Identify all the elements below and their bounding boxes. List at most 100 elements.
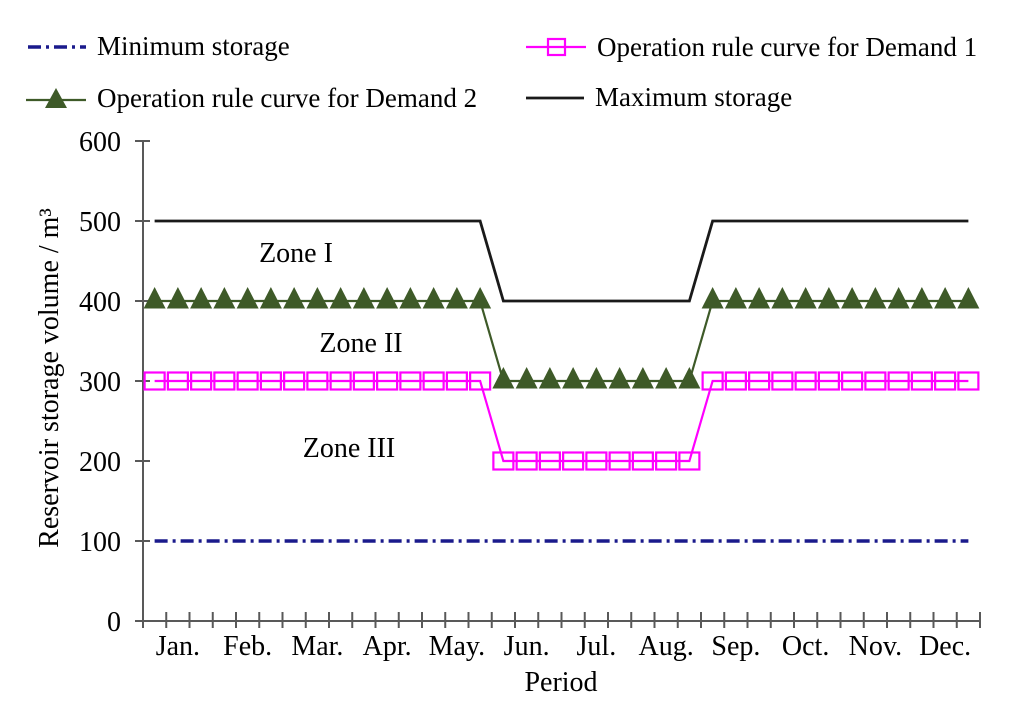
demand-2-marker bbox=[887, 287, 910, 309]
demand-2-marker bbox=[259, 287, 282, 309]
demand-1-marker bbox=[585, 451, 608, 471]
series-demand-2 bbox=[143, 287, 980, 389]
demand-2-marker bbox=[701, 287, 724, 309]
demand-2-marker bbox=[817, 287, 840, 309]
demand-2-marker bbox=[771, 287, 794, 309]
series-maximum-storage bbox=[154, 219, 969, 303]
y-tick-label: 400 bbox=[79, 287, 121, 318]
demand-1-marker bbox=[724, 371, 747, 391]
legend-item-demand-1: Operation rule curve for Demand 1 bbox=[524, 33, 977, 61]
demand-2-marker bbox=[143, 287, 166, 309]
demand-1-marker bbox=[841, 371, 864, 391]
legend-label-demand-2: Operation rule curve for Demand 2 bbox=[97, 82, 478, 113]
legend-item-demand-2: Operation rule curve for Demand 2 bbox=[24, 84, 477, 112]
demand-2-marker bbox=[562, 367, 585, 389]
legend-label-minimum-storage: Minimum storage bbox=[97, 31, 290, 61]
demand-2-marker bbox=[515, 367, 538, 389]
demand-2-marker bbox=[934, 287, 957, 309]
demand-1-marker bbox=[562, 451, 585, 471]
demand-1-marker bbox=[376, 371, 399, 391]
x-tick-label-feb: Feb. bbox=[223, 631, 272, 662]
series-demand-1 bbox=[143, 371, 980, 471]
demand-1-line-sample bbox=[526, 37, 586, 57]
y-tick-label: 500 bbox=[79, 207, 121, 238]
demand-2-marker bbox=[352, 287, 375, 309]
y-tick-label: 300 bbox=[79, 367, 121, 398]
demand-2-marker bbox=[492, 367, 515, 389]
x-tick-labels: Jan.Feb.Mar.Apr.May.Jun.Jul.Aug.Sep.Oct.… bbox=[156, 631, 971, 662]
demand-1-marker bbox=[190, 371, 213, 391]
demand-2-marker bbox=[585, 367, 608, 389]
demand-2-marker bbox=[166, 287, 189, 309]
demand-1-marker bbox=[817, 371, 840, 391]
minimum-storage-line-sample bbox=[28, 44, 86, 49]
demand-1-marker bbox=[283, 371, 306, 391]
demand-2-marker bbox=[957, 287, 980, 309]
demand-2-marker bbox=[538, 367, 561, 389]
legend-item-minimum-storage: Minimum storage bbox=[26, 33, 290, 60]
x-tick-label-sep: Sep. bbox=[711, 631, 760, 662]
demand-1-marker bbox=[701, 371, 724, 391]
demand-2-marker bbox=[655, 367, 678, 389]
legend-item-maximum-storage: Maximum storage bbox=[524, 84, 792, 111]
demand-1-marker bbox=[678, 451, 701, 471]
x-tick-label-apr: Apr. bbox=[363, 631, 412, 662]
demand-1-marker bbox=[771, 371, 794, 391]
demand-2-marker bbox=[864, 287, 887, 309]
demand-2-marker bbox=[329, 287, 352, 309]
demand-1-marker bbox=[864, 371, 887, 391]
demand-1-marker bbox=[608, 451, 631, 471]
demand-2-marker bbox=[399, 287, 422, 309]
demand-1-marker bbox=[887, 371, 910, 391]
y-tick-label: 100 bbox=[79, 527, 121, 558]
demand-2-marker bbox=[236, 287, 259, 309]
x-tick-label-may: May. bbox=[429, 631, 486, 662]
demand-1-marker bbox=[515, 451, 538, 471]
zone-label-ii: Zone II bbox=[319, 328, 402, 359]
demand-1-marker bbox=[631, 451, 654, 471]
demand-1-marker bbox=[422, 371, 445, 391]
demand-2-line-sample bbox=[26, 88, 86, 108]
x-axis-title: Period bbox=[524, 667, 597, 698]
demand-2-marker bbox=[376, 287, 399, 309]
x-tick-label-jul: Jul. bbox=[577, 631, 617, 662]
demand-1-marker bbox=[306, 371, 329, 391]
zone-label-iii: Zone III bbox=[303, 433, 396, 464]
y-tick-label: 0 bbox=[107, 607, 121, 638]
demand-1-marker bbox=[748, 371, 771, 391]
demand-2-line bbox=[154, 299, 969, 383]
x-tick-label-jan: Jan. bbox=[156, 631, 200, 662]
demand-1-marker bbox=[399, 371, 422, 391]
demand-1-marker bbox=[469, 371, 492, 391]
demand-1-marker bbox=[910, 371, 933, 391]
demand-1-marker bbox=[957, 371, 980, 391]
x-tick-label-dec: Dec. bbox=[919, 631, 971, 662]
demand-1-marker bbox=[329, 371, 352, 391]
demand-2-marker bbox=[283, 287, 306, 309]
demand-1-marker bbox=[259, 371, 282, 391]
y-tick-label: 200 bbox=[79, 447, 121, 478]
demand-1-marker bbox=[445, 371, 468, 391]
demand-1-marker bbox=[352, 371, 375, 391]
demand-2-marker bbox=[724, 287, 747, 309]
y-axis-title: Reservoir storage volume / m³ bbox=[34, 208, 65, 548]
demand-1-marker bbox=[934, 371, 957, 391]
demand-2-marker bbox=[841, 287, 864, 309]
demand-1-marker bbox=[538, 451, 561, 471]
demand-2-marker bbox=[678, 367, 701, 389]
demand-2-marker bbox=[306, 287, 329, 309]
demand-2-marker bbox=[608, 367, 631, 389]
demand-1-marker bbox=[166, 371, 189, 391]
x-tick-label-nov: Nov. bbox=[849, 631, 902, 662]
x-tick-label-jun: Jun. bbox=[504, 631, 550, 662]
zone-label-i: Zone I bbox=[259, 238, 333, 269]
demand-1-marker bbox=[655, 451, 678, 471]
x-tick-label-mar: Mar. bbox=[291, 631, 343, 662]
maximum-storage-line bbox=[154, 219, 969, 303]
chart-generated-content: 0100200300400500600Jan.Feb.Mar.Apr.May.J… bbox=[79, 127, 981, 662]
demand-2-marker bbox=[910, 287, 933, 309]
maximum-storage-line-sample bbox=[526, 96, 584, 99]
